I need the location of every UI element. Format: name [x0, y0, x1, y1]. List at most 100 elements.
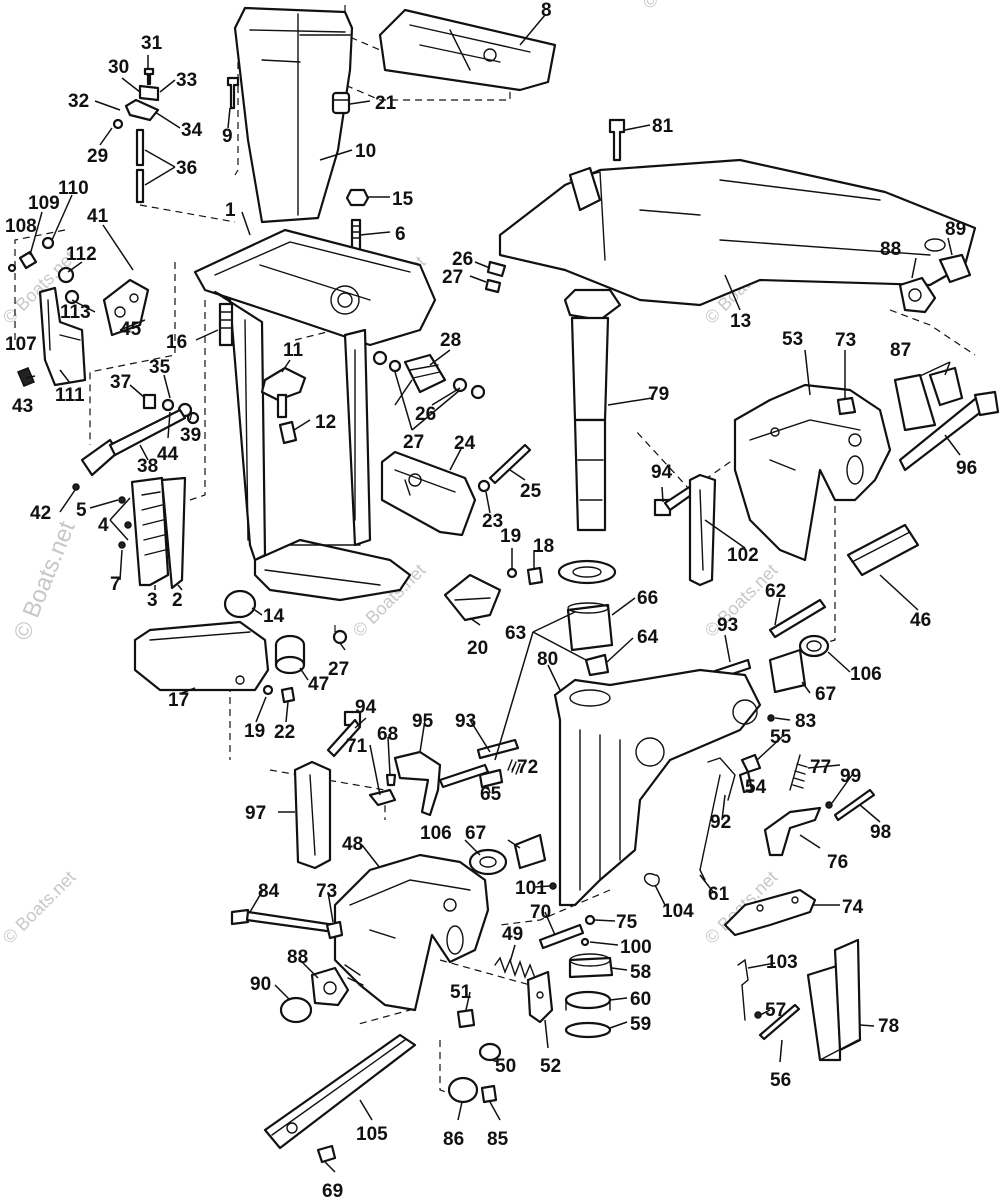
callout-label: 103	[766, 952, 798, 973]
bar-105	[263, 1033, 417, 1150]
nut-15-stud-6	[345, 188, 370, 254]
callout-label: 74	[842, 897, 864, 918]
callout-label: 57	[765, 1000, 786, 1021]
callout-label: 53	[782, 329, 803, 350]
part-74	[723, 888, 817, 937]
callout-label: 99	[840, 766, 861, 787]
callout-label: 52	[540, 1056, 561, 1077]
callout-label: 89	[945, 219, 966, 240]
callout-label: 27	[328, 659, 349, 680]
callout-label: 68	[377, 724, 398, 745]
leader-lines	[25, 14, 961, 1173]
callout-label: 94	[355, 697, 377, 718]
thumbscrew-96	[898, 390, 1000, 472]
dashed-line	[234, 62, 239, 176]
callout-label: 27	[403, 432, 424, 453]
callout-label: 109	[28, 193, 60, 214]
bolt-94-link-97	[293, 710, 362, 870]
callout-label: 35	[149, 357, 171, 378]
callout-label: 59	[630, 1014, 651, 1035]
callout-label: 67	[815, 684, 836, 705]
callout-label: 107	[5, 334, 37, 355]
callout-label: 58	[630, 962, 651, 983]
bolt-81	[608, 118, 626, 162]
callout-label: 24	[454, 433, 476, 454]
callout-label: 98	[870, 822, 891, 843]
rings-58-60-59	[564, 953, 614, 1039]
callout-label: 34	[181, 120, 203, 141]
callout-label: 75	[616, 912, 638, 933]
callout-label: 26	[452, 249, 473, 270]
parts-group	[7, 6, 1000, 1164]
callout-label: 92	[710, 812, 731, 833]
callout-label: 14	[263, 606, 285, 627]
callout-label: 48	[342, 834, 363, 855]
dashed-line	[499, 889, 611, 926]
bolt-94-link-102	[653, 473, 717, 587]
parts-18-19-20	[443, 566, 544, 622]
callout-label: 31	[141, 33, 163, 54]
callout-label: 11	[283, 340, 304, 361]
screw-69	[316, 1144, 337, 1164]
swivel-bracket-80	[553, 668, 762, 907]
callout-label: 106	[420, 823, 452, 844]
callout-label: 46	[910, 610, 931, 631]
driveshaft-housing-10	[233, 6, 354, 224]
callout-label: 47	[308, 674, 329, 695]
callout-label: 20	[467, 638, 488, 659]
gasket-8	[378, 8, 557, 92]
steering-tube-79	[563, 288, 622, 532]
callout-label: 95	[412, 711, 434, 732]
callout-label: 27	[442, 267, 463, 288]
screw-9	[226, 76, 240, 110]
callout-label: 66	[637, 588, 658, 609]
callout-label: 73	[316, 881, 337, 902]
callout-label: 108	[5, 216, 37, 237]
callout-label: 90	[250, 974, 271, 995]
callout-label: 37	[110, 372, 131, 393]
callout-label: 22	[274, 722, 295, 743]
dashed-line	[14, 229, 66, 340]
nut-88-cap-90	[279, 966, 350, 1024]
pins-26-27	[484, 260, 507, 294]
bushings-87	[893, 366, 964, 432]
nut-73-top	[836, 396, 857, 416]
callout-label: 106	[850, 664, 882, 685]
parts-54-55-77	[738, 753, 808, 794]
callout-label: 55	[770, 727, 792, 748]
callout-label: 56	[770, 1070, 791, 1091]
callout-label: 7	[110, 574, 121, 595]
callout-label: 43	[12, 396, 33, 417]
callout-label: 65	[480, 784, 502, 805]
callout-label: 17	[168, 690, 189, 711]
callout-label: 97	[245, 803, 266, 824]
parts-56-57-103	[737, 958, 801, 1041]
callout-label: 79	[648, 384, 669, 405]
bolt-16	[218, 302, 234, 347]
callout-label: 76	[827, 852, 848, 873]
callout-label: 61	[708, 884, 730, 905]
callout-label: 8	[541, 0, 552, 21]
plug-14-cover-17	[133, 589, 270, 692]
callout-label: 60	[630, 989, 651, 1010]
dashed-line	[439, 959, 531, 986]
clamp-bracket-48	[333, 853, 490, 1012]
callout-label: 84	[258, 881, 280, 902]
rod-61-part-92	[699, 757, 736, 881]
bracket-78	[806, 938, 862, 1062]
callout-label: 50	[495, 1056, 516, 1077]
parts-98-99-76	[763, 788, 876, 857]
callout-label: 45	[120, 319, 142, 340]
callout-label: 81	[652, 116, 674, 137]
plug-21	[331, 91, 351, 115]
callout-label: 112	[66, 244, 97, 265]
callout-label: 26	[415, 404, 436, 425]
callout-label: 33	[176, 70, 197, 91]
callout-label: 2	[172, 590, 183, 611]
dashed-line	[439, 1040, 471, 1101]
parts-106-67-lower	[468, 833, 547, 876]
watermark-text: © Boats.net	[639, 0, 720, 13]
sleeve-46	[846, 523, 920, 577]
swivel-bracket-13	[498, 158, 977, 307]
